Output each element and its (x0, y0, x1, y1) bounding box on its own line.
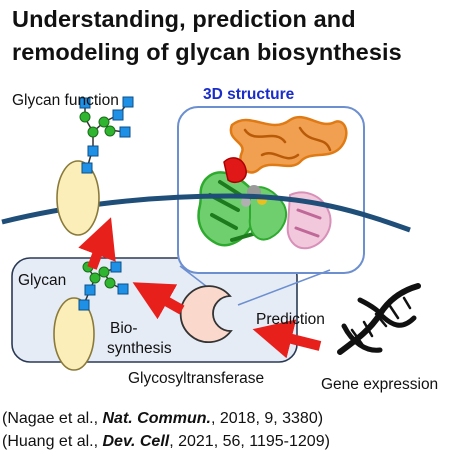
citation-2-journal: Dev. Cell (102, 433, 170, 450)
prediction-label: Prediction (256, 311, 325, 328)
structure-3d-label: 3D structure (203, 86, 295, 103)
citation-2-suffix: , 2021, 56, 1195-1209) (169, 433, 330, 450)
membrane-protein-icon-lower (53, 297, 95, 371)
citation-1-journal: Nat. Commun. (102, 410, 211, 427)
citation-1-prefix: (Nagae et al., (2, 410, 103, 427)
glycosyltransferase-label: Glycosyltransferase (128, 370, 265, 387)
citation-1: (Nagae et al., Nat. Commun., 2018, 9, 33… (2, 410, 323, 428)
glycosyltransferase-enzyme-icon (179, 285, 233, 344)
dna-double-helix-icon (337, 283, 421, 355)
membrane-protein-icon (56, 160, 100, 236)
biosynthesis-label-line1: Bio- (110, 320, 138, 337)
glycan-label: Glycan (18, 272, 67, 289)
arrow-gene-to-enzyme (252, 319, 322, 359)
red-arrows (78, 217, 322, 359)
gene-expression-label: Gene expression (321, 376, 439, 393)
citation-2-prefix: (Huang et al., (2, 433, 103, 450)
glycan-tree-icon-lower (78, 261, 129, 311)
title-line-2: remodeling of glycan biosynthesis (12, 39, 402, 65)
citation-2: (Huang et al., Dev. Cell, 2021, 56, 1195… (2, 433, 330, 451)
glycan-function-label: Glycan function (12, 92, 119, 109)
citation-1-suffix: , 2018, 9, 3380) (210, 410, 324, 427)
glycan-tree-icon (79, 96, 134, 174)
title-line-1: Understanding, prediction and (12, 6, 356, 32)
protein-ribbon-structure-icon (197, 115, 348, 250)
zoom-line-right (237, 269, 331, 306)
arrow-enzyme-to-glycan (132, 282, 185, 320)
arrow-glycan-to-function (78, 217, 116, 270)
biosynthesis-label-line2: synthesis (107, 340, 172, 357)
